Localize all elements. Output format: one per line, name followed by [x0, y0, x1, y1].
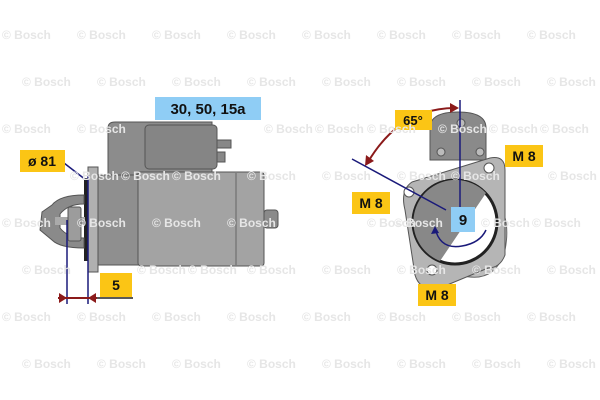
reference-line-angled: [351, 158, 447, 211]
thread-top-right-text: M 8: [512, 148, 536, 164]
pinion-gear: [67, 206, 82, 242]
diameter-leader: [63, 162, 87, 181]
label-thread-bottom: M 8: [418, 284, 456, 306]
mounting-flange: [87, 166, 99, 273]
label-teeth: 9: [451, 207, 475, 232]
rotation-arrow: [434, 227, 487, 248]
solenoid-cap: [144, 124, 218, 170]
label-thread-top-right: M 8: [505, 145, 543, 167]
motor-cylinder: [137, 171, 265, 267]
terminals-text: 30, 50, 15a: [170, 101, 246, 118]
angle-arrowhead-bottom-icon: [365, 155, 374, 166]
offset-text: 5: [112, 277, 120, 293]
arrow-right-icon: [88, 293, 96, 303]
nose-bracket: [39, 194, 85, 249]
rear-bearing: [263, 209, 279, 229]
mount-hole-top-right: [483, 162, 495, 174]
rotation-arrowhead-icon: [431, 226, 439, 234]
angle-arrowhead-top-icon: [450, 103, 459, 113]
mount-hole-bottom: [426, 264, 438, 276]
label-angle: 65°: [395, 110, 432, 130]
solenoid-terminal-2: [216, 151, 226, 163]
terminal-bolt-2: [436, 147, 446, 157]
label-diameter: ø 81: [20, 150, 65, 172]
label-thread-left: M 8: [352, 192, 390, 214]
teeth-text: 9: [459, 212, 467, 229]
label-offset: 5: [100, 273, 132, 297]
arrow-left-icon: [59, 293, 67, 303]
thread-bottom-text: M 8: [425, 287, 449, 303]
terminal-bolt-3: [475, 147, 485, 157]
angle-text: 65°: [403, 113, 423, 128]
diameter-text: ø 81: [28, 153, 56, 169]
label-terminals: 30, 50, 15a: [155, 97, 261, 120]
flange-seal: [84, 178, 88, 261]
terminal-bolt: [456, 118, 466, 128]
thread-left-text: M 8: [359, 195, 383, 211]
solenoid-terminal: [216, 139, 232, 149]
pinion-opening-shade: [413, 179, 486, 261]
starter-side-view: [39, 121, 279, 304]
drive-housing: [97, 174, 141, 266]
